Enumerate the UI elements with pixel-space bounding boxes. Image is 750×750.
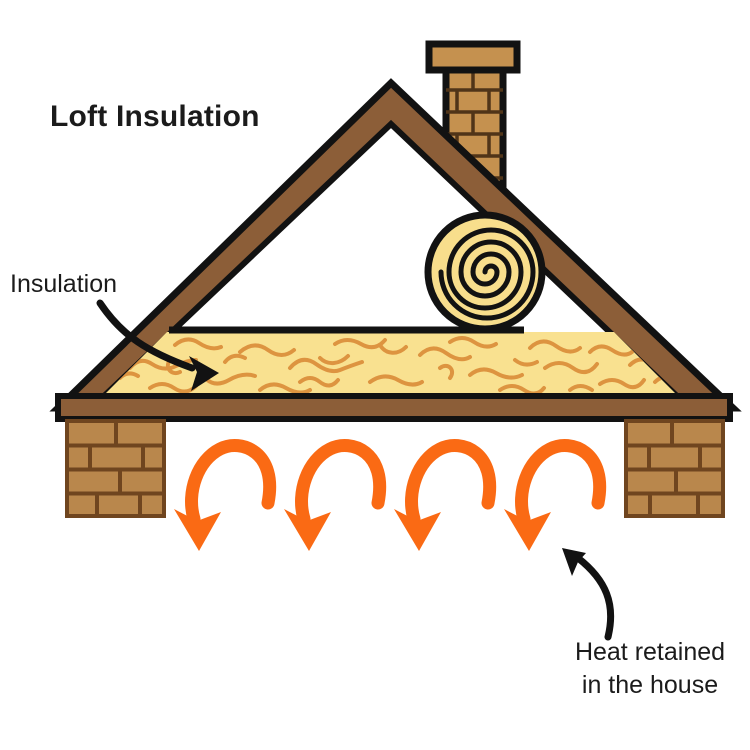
left-wall: [65, 419, 166, 518]
right-wall: [624, 419, 725, 518]
heat-flow-arrow: [504, 439, 607, 551]
roll-spiral: [438, 227, 536, 321]
chimney: [425, 40, 521, 242]
heat-retained-label-line1: Heat retained: [574, 638, 726, 666]
heat-retained-pointer-arrow: [562, 548, 615, 641]
chimney-cap: [425, 40, 521, 74]
heat-flow-arrows: [174, 439, 607, 551]
insulation-pointer-arrow: [96, 299, 219, 391]
insulation-roll: [424, 211, 546, 333]
heat-retained-label: Heat retained in the house: [558, 636, 742, 702]
heat-flow-arrow: [394, 439, 497, 551]
ceiling-beam: [55, 393, 733, 422]
insulation-label: Insulation: [10, 270, 118, 298]
heat-flow-arrow: [174, 439, 277, 551]
heat-retained-label-line2: in the house: [581, 671, 719, 699]
page-title: Loft Insulation: [50, 100, 260, 133]
heat-flow-arrow: [284, 439, 387, 551]
